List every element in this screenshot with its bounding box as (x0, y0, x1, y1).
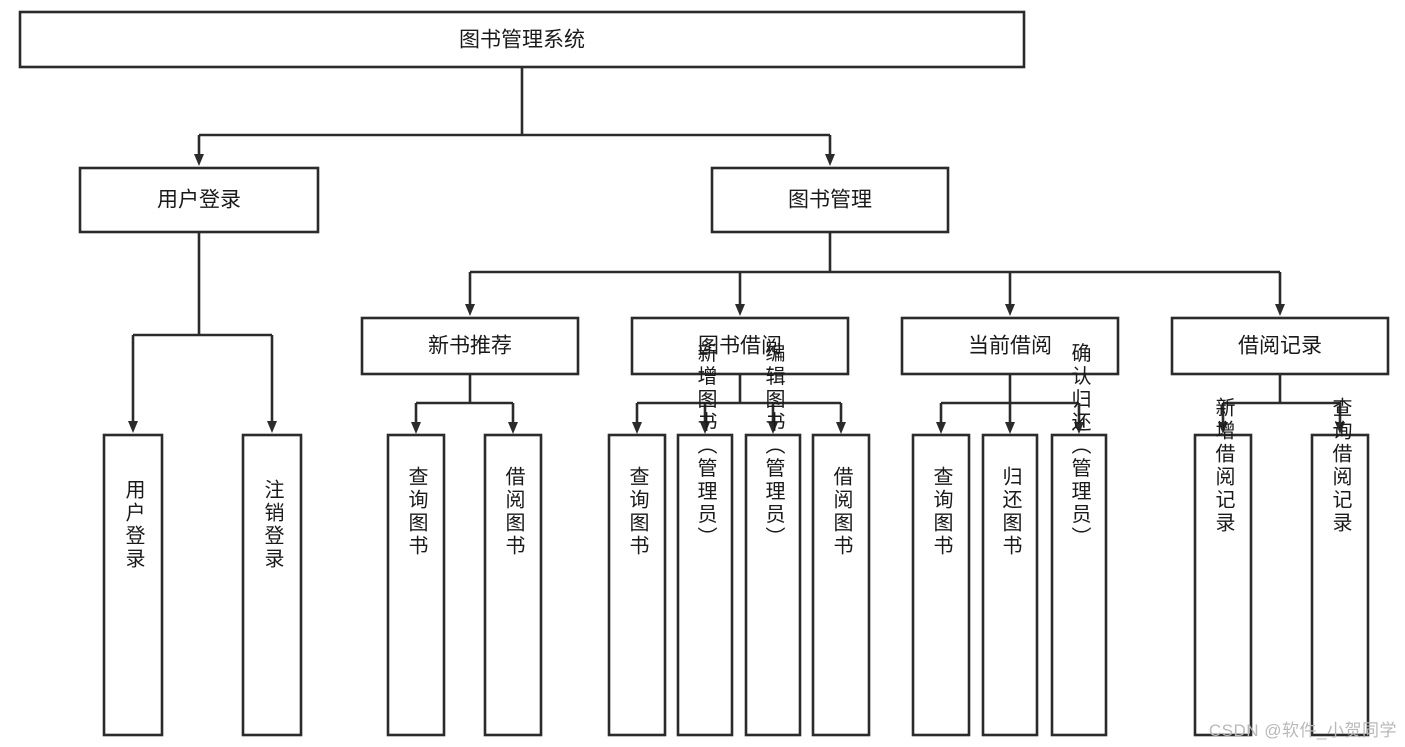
node-leaf-confirm-return-box[interactable] (1050, 433, 1108, 737)
node-leaf-borrow-book-a-label: 借阅图书 (502, 466, 525, 558)
node-book-manage-label: 图书管理 (788, 189, 872, 212)
node-leaf-borrow-book-b-box[interactable] (811, 433, 871, 737)
node-leaf-borrow-book-b[interactable]: 借阅图书 (811, 433, 871, 737)
node-new-book-rec[interactable]: 新书推荐 (360, 316, 580, 376)
node-leaf-user-login[interactable]: 用户登录 (102, 433, 164, 737)
node-user-login[interactable]: 用户登录 (78, 166, 320, 234)
node-borrow-record[interactable]: 借阅记录 (1170, 316, 1390, 376)
node-borrow-record-box[interactable] (1170, 316, 1390, 376)
node-leaf-add-book-label: 新增图书（管理员） (694, 342, 717, 549)
node-leaf-add-record-label: 新增借阅记录 (1212, 397, 1235, 535)
node-current-borrow-label: 当前借阅 (968, 335, 1052, 358)
node-borrow-record-label: 借阅记录 (1238, 335, 1322, 358)
node-leaf-confirm-return-label: 确认归还（管理员） (1068, 342, 1091, 549)
node-leaf-query-book-b[interactable]: 查询图书 (607, 433, 667, 737)
node-leaf-add-book-box[interactable] (676, 433, 734, 737)
node-leaf-query-book-c[interactable]: 查询图书 (911, 433, 971, 737)
node-leaf-logout[interactable]: 注销登录 (241, 433, 303, 737)
node-user-login-box[interactable] (78, 166, 320, 234)
node-leaf-query-book-c-box[interactable] (911, 433, 971, 737)
node-new-book-rec-box[interactable] (360, 316, 580, 376)
node-leaf-add-record[interactable]: 新增借阅记录 (1193, 397, 1253, 737)
node-root-box[interactable] (18, 10, 1026, 69)
node-leaf-logout-box[interactable] (241, 433, 303, 737)
node-leaf-query-book-c-label: 查询图书 (930, 466, 953, 558)
node-book-borrow-label: 图书借阅 (698, 335, 782, 358)
node-book-borrow[interactable]: 图书借阅 (630, 316, 850, 376)
node-new-book-rec-label: 新书推荐 (428, 335, 512, 358)
node-leaf-user-login-box[interactable] (102, 433, 164, 737)
node-leaf-query-book-b-box[interactable] (607, 433, 667, 737)
node-root-label: 图书管理系统 (459, 29, 585, 52)
node-leaf-borrow-book-a[interactable]: 借阅图书 (483, 433, 543, 737)
node-current-borrow[interactable]: 当前借阅 (900, 316, 1120, 376)
connector-layer (128, 67, 1345, 434)
node-leaf-query-book-b-label: 查询图书 (626, 466, 649, 558)
node-leaf-return-book-box[interactable] (981, 433, 1039, 737)
node-leaf-add-record-box[interactable] (1193, 433, 1253, 737)
node-leaf-edit-book-box[interactable] (744, 433, 802, 737)
node-book-manage-box[interactable] (710, 166, 950, 234)
node-leaf-query-book-a-label: 查询图书 (405, 466, 428, 558)
node-leaf-user-login-label: 用户登录 (122, 479, 145, 571)
node-leaf-query-record-label: 查询借阅记录 (1329, 397, 1352, 535)
node-current-borrow-box[interactable] (900, 316, 1120, 376)
node-leaf-borrow-book-a-box[interactable] (483, 433, 543, 737)
node-leaf-confirm-return[interactable]: 确认归还（管理员） (1050, 342, 1108, 737)
node-leaf-edit-book-label: 编辑图书（管理员） (762, 342, 785, 549)
node-root[interactable]: 图书管理系统 (18, 10, 1026, 69)
node-book-borrow-box[interactable] (630, 316, 850, 376)
node-leaf-return-book-label: 归还图书 (999, 466, 1022, 558)
node-user-login-label: 用户登录 (157, 189, 241, 212)
node-leaf-query-record-box[interactable] (1310, 433, 1370, 737)
node-leaf-add-book[interactable]: 新增图书（管理员） (676, 342, 734, 737)
node-book-manage[interactable]: 图书管理 (710, 166, 950, 234)
node-leaf-return-book[interactable]: 归还图书 (981, 433, 1039, 737)
node-leaf-query-book-a-box[interactable] (386, 433, 446, 737)
node-leaf-borrow-book-b-label: 借阅图书 (830, 466, 853, 558)
node-leaf-query-book-a[interactable]: 查询图书 (386, 433, 446, 737)
node-leaf-logout-label: 注销登录 (261, 479, 284, 571)
node-leaf-query-record[interactable]: 查询借阅记录 (1310, 397, 1370, 737)
node-leaf-edit-book[interactable]: 编辑图书（管理员） (744, 342, 802, 737)
